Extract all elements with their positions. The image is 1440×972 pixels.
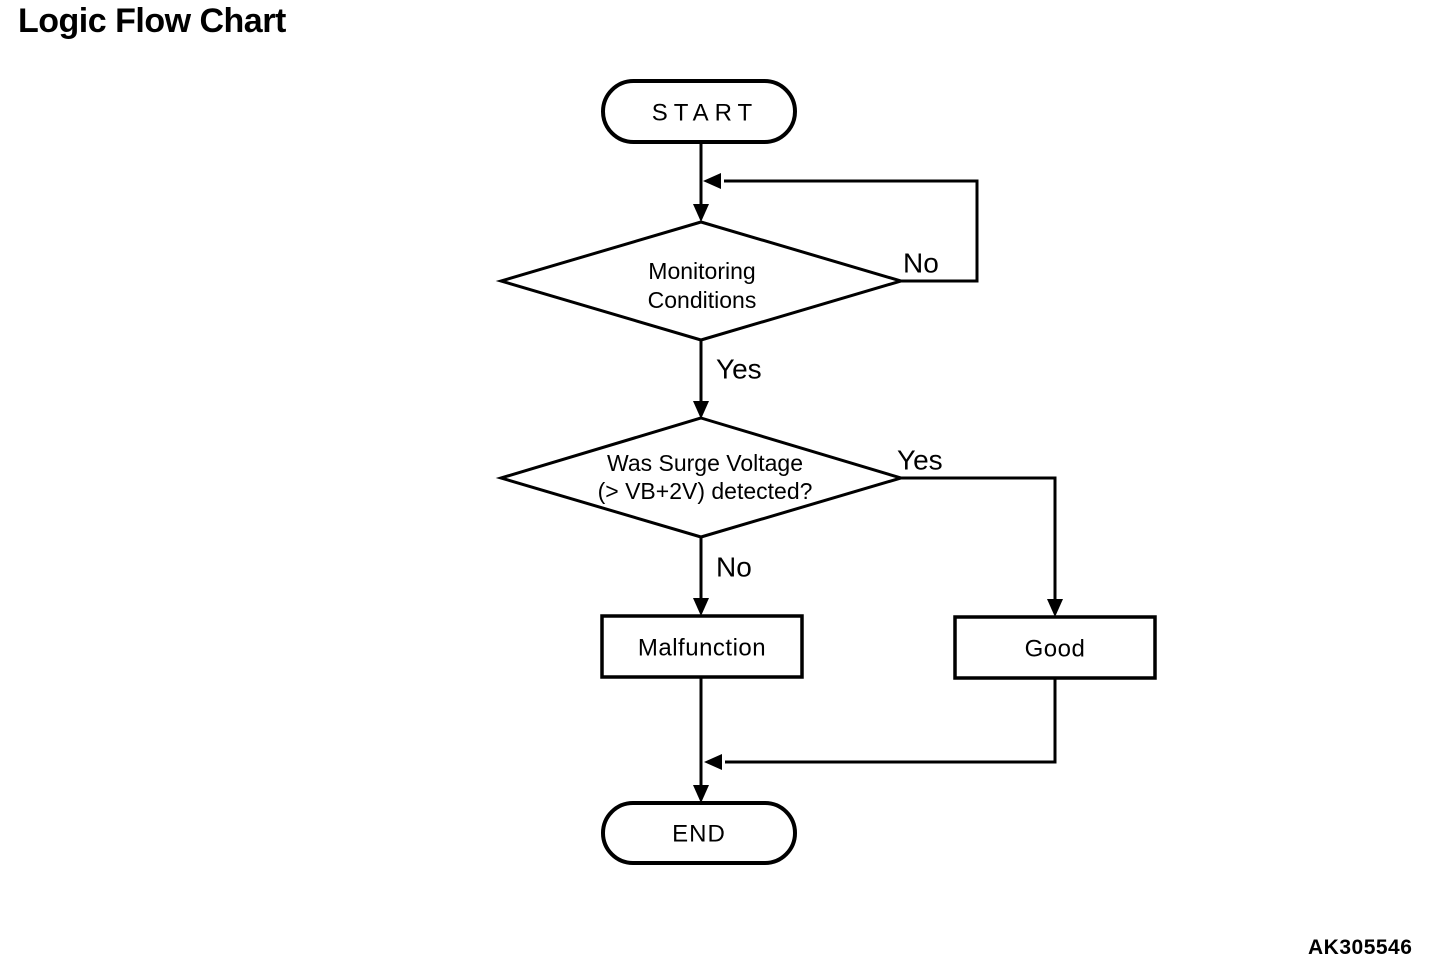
end-node <box>601 801 797 865</box>
edge-surge-yes-to-good <box>900 476 1057 611</box>
good-node-label: Good <box>1025 636 1086 663</box>
end-node-label: END <box>672 821 726 848</box>
malfunction-node-label: Malfunction <box>638 635 766 662</box>
start-node <box>601 79 797 144</box>
arrow-left-loop-junction-icon <box>703 173 721 189</box>
figure-code: AK305546 <box>1308 936 1413 959</box>
monitoring-no-label: No <box>903 248 939 279</box>
arrow-down-into-good-icon <box>1047 599 1063 617</box>
monitoring-conditions-decision <box>495 220 907 342</box>
surge-no-label: No <box>716 552 752 583</box>
malfunction-node <box>600 614 804 679</box>
surge-yes-label: Yes <box>897 445 943 476</box>
arrow-down-into-monitoring-icon <box>693 204 709 222</box>
surge-voltage-label-line1: Was Surge Voltage <box>607 450 803 476</box>
monitoring-conditions-label-line2: Conditions <box>648 287 757 313</box>
start-node-label: START <box>652 100 758 127</box>
surge-voltage-label-line2: (> VB+2V) detected? <box>598 478 813 504</box>
monitoring-yes-label: Yes <box>716 354 762 385</box>
page-title: Logic Flow Chart <box>18 2 286 40</box>
arrow-down-into-end-icon <box>693 785 709 803</box>
arrow-down-into-malfunction-icon <box>693 598 709 616</box>
edge-monitoring-no-loop <box>724 179 979 283</box>
arrow-left-merge-junction-icon <box>704 754 722 770</box>
surge-voltage-decision <box>495 416 907 539</box>
edge-good-to-merge <box>725 678 1057 764</box>
arrow-down-into-surge-icon <box>693 401 709 419</box>
monitoring-conditions-label-line1: Monitoring <box>648 258 755 284</box>
good-node <box>953 615 1157 680</box>
